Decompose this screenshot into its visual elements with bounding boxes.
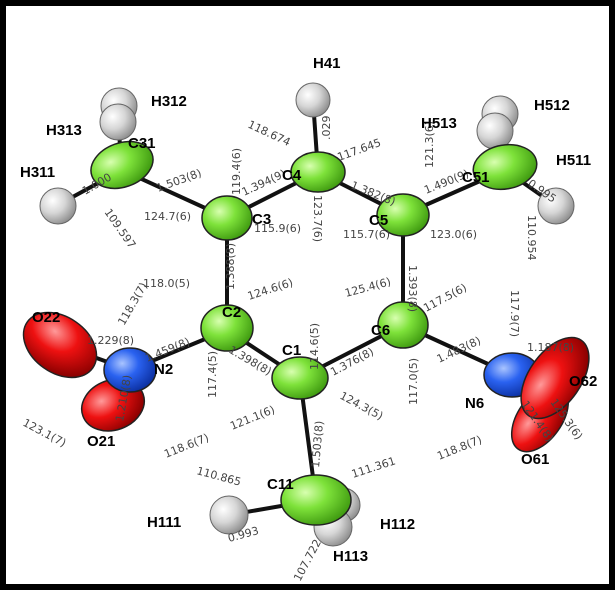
label-atom-o62: O62 — [569, 373, 597, 390]
label-angle-c1-c2-c3: 124.6(6) — [246, 276, 295, 303]
label-c5-c6-bond: 1.393(8) — [406, 265, 419, 312]
atom-c31 — [90, 140, 154, 190]
label-angle-c2-c1-c11: 121.1(6) — [228, 403, 277, 433]
atom-n2 — [103, 347, 157, 393]
label-angle-c2-c3-c4: 115.9(6) — [254, 222, 301, 235]
label-angle-c4-c5-c6: 115.7(6) — [343, 228, 390, 241]
atom-h311 — [39, 187, 77, 225]
label-atom-h511: H511 — [556, 152, 591, 169]
label-angle-o62-n6-c6: 117.9(7) — [508, 290, 521, 337]
label-angle-h111-c11-h113: 107.722 — [291, 537, 324, 583]
label-c1-c2-bond: 1.398(8) — [227, 343, 274, 378]
atom-o62 — [520, 336, 590, 420]
label-angle-h311-c31-c3: 109.597 — [102, 206, 139, 251]
label-atom-o22: O22 — [32, 309, 60, 326]
label-atom-c51: C51 — [462, 169, 490, 186]
label-angle-h41-c4-c5: 117.645 — [336, 136, 383, 164]
label-angle-o21-n2-c2: 118.6(7) — [162, 431, 211, 461]
label-atom-n2: N2 — [154, 361, 173, 378]
label-angle-c4-c5-c51: 121.3(6) — [423, 121, 436, 168]
label-c6-n6-bond: 1.483(8) — [435, 334, 483, 366]
atom-c2 — [200, 304, 254, 352]
atom-h41 — [295, 82, 331, 118]
label-atom-o21: O21 — [87, 433, 115, 450]
label-angle-c3-c4-c5: 123.7(6) — [311, 195, 324, 242]
label-atom-c6: C6 — [371, 322, 390, 339]
label-c3-c4-bond: 1.394(9) — [240, 167, 288, 199]
atom-c51 — [472, 143, 538, 191]
label-atom-c31: C31 — [128, 135, 156, 152]
label-c4-h41-bond: .029 — [320, 116, 333, 141]
label-atom-c5: C5 — [369, 212, 388, 229]
atom-h313 — [99, 103, 137, 141]
atom-c6 — [377, 301, 429, 349]
label-atom-h111: H111 — [147, 514, 181, 531]
hydrogen-atoms — [39, 82, 575, 547]
label-c1-c11-bond: 1.503(8) — [309, 420, 326, 468]
label-angle-c51-c5-c6: 123.0(6) — [430, 228, 477, 241]
label-angle-h111-c11-c1: 110.865 — [195, 464, 242, 488]
atom-o22 — [22, 311, 98, 379]
label-atom-c4: C4 — [282, 167, 302, 184]
label-atom-h312: H312 — [151, 93, 187, 110]
label-atom-n6: N6 — [465, 395, 484, 412]
label-angle-h511-c51-c5: 110.954 — [525, 215, 538, 261]
label-angle-n2-c2-c3: 118.0(5) — [143, 277, 190, 290]
label-angle-c31-c3-c2: 124.7(6) — [144, 210, 191, 223]
label-atom-c3: C3 — [252, 211, 271, 228]
label-c2-c3-bond: 1.388(8) — [224, 243, 237, 290]
label-n2-o22-bond: 1.229(8) — [87, 334, 134, 347]
label-angle-o61-n6-c6: 118.8(7) — [435, 433, 484, 463]
label-angle-c1-c6-n6: 117.0(5) — [407, 358, 420, 405]
atom-h111 — [209, 495, 249, 535]
label-angle-o22-n2-o21: 123.1(7) — [21, 416, 69, 450]
label-c4-c5-bond: 1.382(8) — [349, 179, 398, 209]
label-atom-c2: C2 — [222, 304, 241, 321]
label-atom-h112: H112 — [380, 516, 415, 533]
atom-h513 — [476, 112, 514, 150]
atom-c5 — [376, 193, 430, 237]
label-angle-c5-c6-c1: 125.4(6) — [343, 275, 392, 300]
label-atom-c11: C11 — [267, 476, 294, 493]
label-angle-h112-c11-c1: 111.361 — [350, 454, 397, 480]
label-n6-o62-bond: 1.187(8) — [527, 341, 574, 354]
label-c3-c31-bond: 1.503(8) — [155, 167, 204, 195]
label-angle-c6-c1-c11: 124.3(5) — [338, 389, 386, 423]
label-atom-h313: H313 — [46, 122, 82, 139]
heavy-atoms — [22, 140, 590, 526]
label-atom-h311: H311 — [20, 164, 55, 181]
label-angle-c2-c1-c6: 114.6(5) — [308, 323, 321, 370]
atom-c11 — [280, 474, 352, 526]
label-atom-h512: H512 — [534, 97, 570, 114]
label-angle-h41-c4-c3: 118.674 — [246, 118, 293, 149]
label-atom-h513: H513 — [421, 115, 457, 132]
atom-h511 — [537, 187, 575, 225]
atom-c4 — [290, 151, 346, 193]
atom-c1 — [271, 356, 329, 400]
label-angle-c5-c6-n6: 117.5(6) — [421, 281, 469, 315]
atom-c3 — [201, 195, 253, 241]
label-atom-h113: H113 — [333, 548, 368, 565]
label-angle-n2-c2-c1: 117.4(5) — [206, 351, 219, 398]
label-atom-h41: H41 — [313, 55, 341, 72]
label-angle-c31-c3-c4: 119.4(6) — [230, 148, 243, 195]
atom-labels: C1 C2 C3 C4 C5 C6 C11 C31 C51 N2 N6 O21 … — [20, 55, 597, 565]
label-atom-c1: C1 — [282, 342, 301, 359]
label-atom-o61: O61 — [521, 451, 549, 468]
